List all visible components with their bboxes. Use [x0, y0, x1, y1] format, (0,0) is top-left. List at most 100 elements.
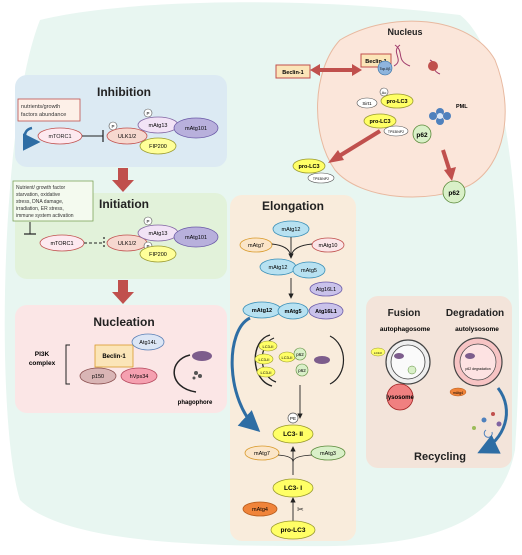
beclin-node: [94, 344, 134, 368]
phagophore-membrane: [173, 354, 197, 393]
svg-text:TP53INP2: TP53INP2: [388, 130, 404, 134]
nucleus-prolc3-a: [380, 93, 414, 109]
svg-text:p62: p62: [416, 132, 428, 139]
svg-text:FIP200: FIP200: [149, 252, 167, 258]
lysosome-label: lysosome: [386, 395, 414, 401]
svg-text:p62: p62: [448, 190, 460, 197]
inhibition-mtorc1-label: mTORC1: [48, 134, 71, 140]
nucleus-panel: Nucleus Beclin-1 Top-IIβ Beclin-1 Ac pro…: [275, 20, 506, 204]
degradation-matg4: [449, 387, 467, 397]
svg-text:mAtg12: mAtg12: [252, 308, 272, 314]
svg-text:pro-LC3: pro-LC3: [281, 527, 306, 534]
cytoplasm-tp53inp2: [307, 172, 335, 184]
lc3-matg4: [242, 501, 278, 517]
nucleus-beclin-out: [275, 64, 311, 79]
p62-bead-2: [295, 363, 309, 377]
svg-text:mAtg101: mAtg101: [185, 126, 207, 132]
svg-text:Sirt1: Sirt1: [362, 101, 372, 106]
svg-text:mAtg4: mAtg4: [252, 507, 268, 513]
svg-text:mAtg101: mAtg101: [185, 235, 207, 241]
svg-text:LC3- I: LC3- I: [284, 485, 302, 492]
inhibition-phospho-2: [143, 108, 153, 118]
hvps34-node: [120, 367, 158, 385]
svg-text:mAtg13: mAtg13: [149, 231, 168, 237]
fusion-title: Fusion: [388, 308, 421, 319]
arrow-initiation-to-nucleation: [112, 280, 134, 304]
p62-bead-1: [293, 347, 307, 361]
p62-degradation-label: p62 degradation: [465, 367, 490, 371]
svg-text:mAtg13: mAtg13: [149, 123, 168, 129]
cytoplasm-prolc3: [292, 158, 326, 174]
lc3-i-node: [272, 478, 314, 498]
inhibition-title: Inhibition: [97, 85, 151, 99]
initiation-note-3: stress, DNA damage,: [16, 199, 63, 205]
svg-text:P: P: [146, 219, 149, 224]
inhibition-fip200-node: [139, 137, 177, 155]
svg-text:LC3-II: LC3-II: [261, 370, 272, 375]
svg-text:Atg16L1: Atg16L1: [316, 287, 337, 293]
cytoplasm-p62-node: [442, 180, 466, 204]
svg-text:ULK1/2: ULK1/2: [118, 241, 136, 247]
initiation-note-4: irradiation, ER stress,: [16, 206, 64, 212]
svg-text:Atg16L1: Atg16L1: [315, 309, 337, 315]
initiation-note-2: starvation, oxidative: [16, 192, 60, 198]
nucleus-title: Nucleus: [387, 27, 422, 37]
svg-text:Beclin-1: Beclin-1: [102, 354, 126, 360]
lc3-matg3: [310, 445, 346, 461]
nucleus-tp53inp2-a: [383, 125, 409, 137]
lc3-ii-bead-2: [254, 353, 274, 365]
lc3-ii-bead-1: [258, 340, 278, 352]
svg-text:pro-LC3: pro-LC3: [298, 164, 319, 170]
svg-text:LC3-II: LC3-II: [374, 351, 382, 355]
svg-text:mAtg4: mAtg4: [453, 391, 463, 395]
svg-text:FIP200: FIP200: [149, 144, 167, 150]
svg-text:Beclin-1: Beclin-1: [365, 59, 386, 65]
svg-text:mAtg12: mAtg12: [282, 227, 301, 233]
fusion-panel: Fusion Degradation autophagosome autolys…: [366, 296, 512, 468]
inhibition-panel: Inhibition nutrients/growth factors abun…: [15, 75, 227, 167]
svg-text:mAtg12: mAtg12: [269, 265, 288, 271]
nucleus-prolc3-b: [363, 113, 397, 129]
lysosome: [386, 383, 414, 411]
arrow-inhibition-to-initiation: [112, 168, 134, 192]
svg-text:mAtg5: mAtg5: [284, 309, 301, 315]
nucleus-membrane: [317, 20, 506, 198]
elongation-atg16l1-bot: [308, 302, 344, 320]
svg-text:mAtg7: mAtg7: [254, 451, 270, 457]
scissors-icon: ✂: [297, 505, 304, 514]
phagophore-cargo-1: [192, 351, 212, 361]
acetyl-badge: [379, 87, 389, 97]
pi3k-label-2: complex: [29, 360, 56, 367]
sirt1-node: [356, 97, 378, 109]
svg-text:p62: p62: [298, 368, 306, 373]
autolysosome-label: autolysosome: [455, 326, 499, 333]
inhibition-curved-arrow: [22, 126, 41, 151]
initiation-title: Initiation: [99, 197, 149, 211]
svg-text:LC3-II: LC3-II: [282, 355, 293, 360]
svg-text:hVps34: hVps34: [130, 374, 149, 380]
svg-text:mAtg3: mAtg3: [320, 451, 336, 457]
svg-text:Ac: Ac: [382, 90, 387, 95]
svg-text:P: P: [146, 244, 149, 249]
elongation-matg10: [311, 237, 345, 253]
autophagosome-label: autophagosome: [380, 326, 431, 333]
svg-text:mTORC1: mTORC1: [50, 241, 73, 247]
blue-curved-arrow: [230, 316, 261, 433]
inhibition-ulk-node: [106, 127, 148, 145]
svg-text:PE: PE: [290, 416, 296, 421]
p150-node: [79, 367, 117, 385]
initiation-note-5: immune system activation: [16, 213, 74, 219]
svg-text:mAtg10: mAtg10: [319, 243, 338, 249]
svg-text:LC3- II: LC3- II: [283, 431, 303, 438]
pml-label: PML: [456, 104, 468, 110]
svg-text:p150: p150: [92, 374, 104, 380]
phagophore-label: phagophore: [178, 400, 213, 406]
inhibition-note-2: factors abundance: [21, 112, 66, 118]
svg-text:mAtg7: mAtg7: [248, 243, 264, 249]
elongation-matg7: [239, 237, 273, 253]
initiation-phospho-1: [143, 216, 153, 226]
elongation-panel: Elongation mAtg12 mAtg7 mAtg10 mAtg12 mA…: [230, 195, 356, 541]
recycling-title: Recycling: [414, 451, 466, 463]
inhibition-note-1: nutrients/growth: [21, 104, 60, 110]
